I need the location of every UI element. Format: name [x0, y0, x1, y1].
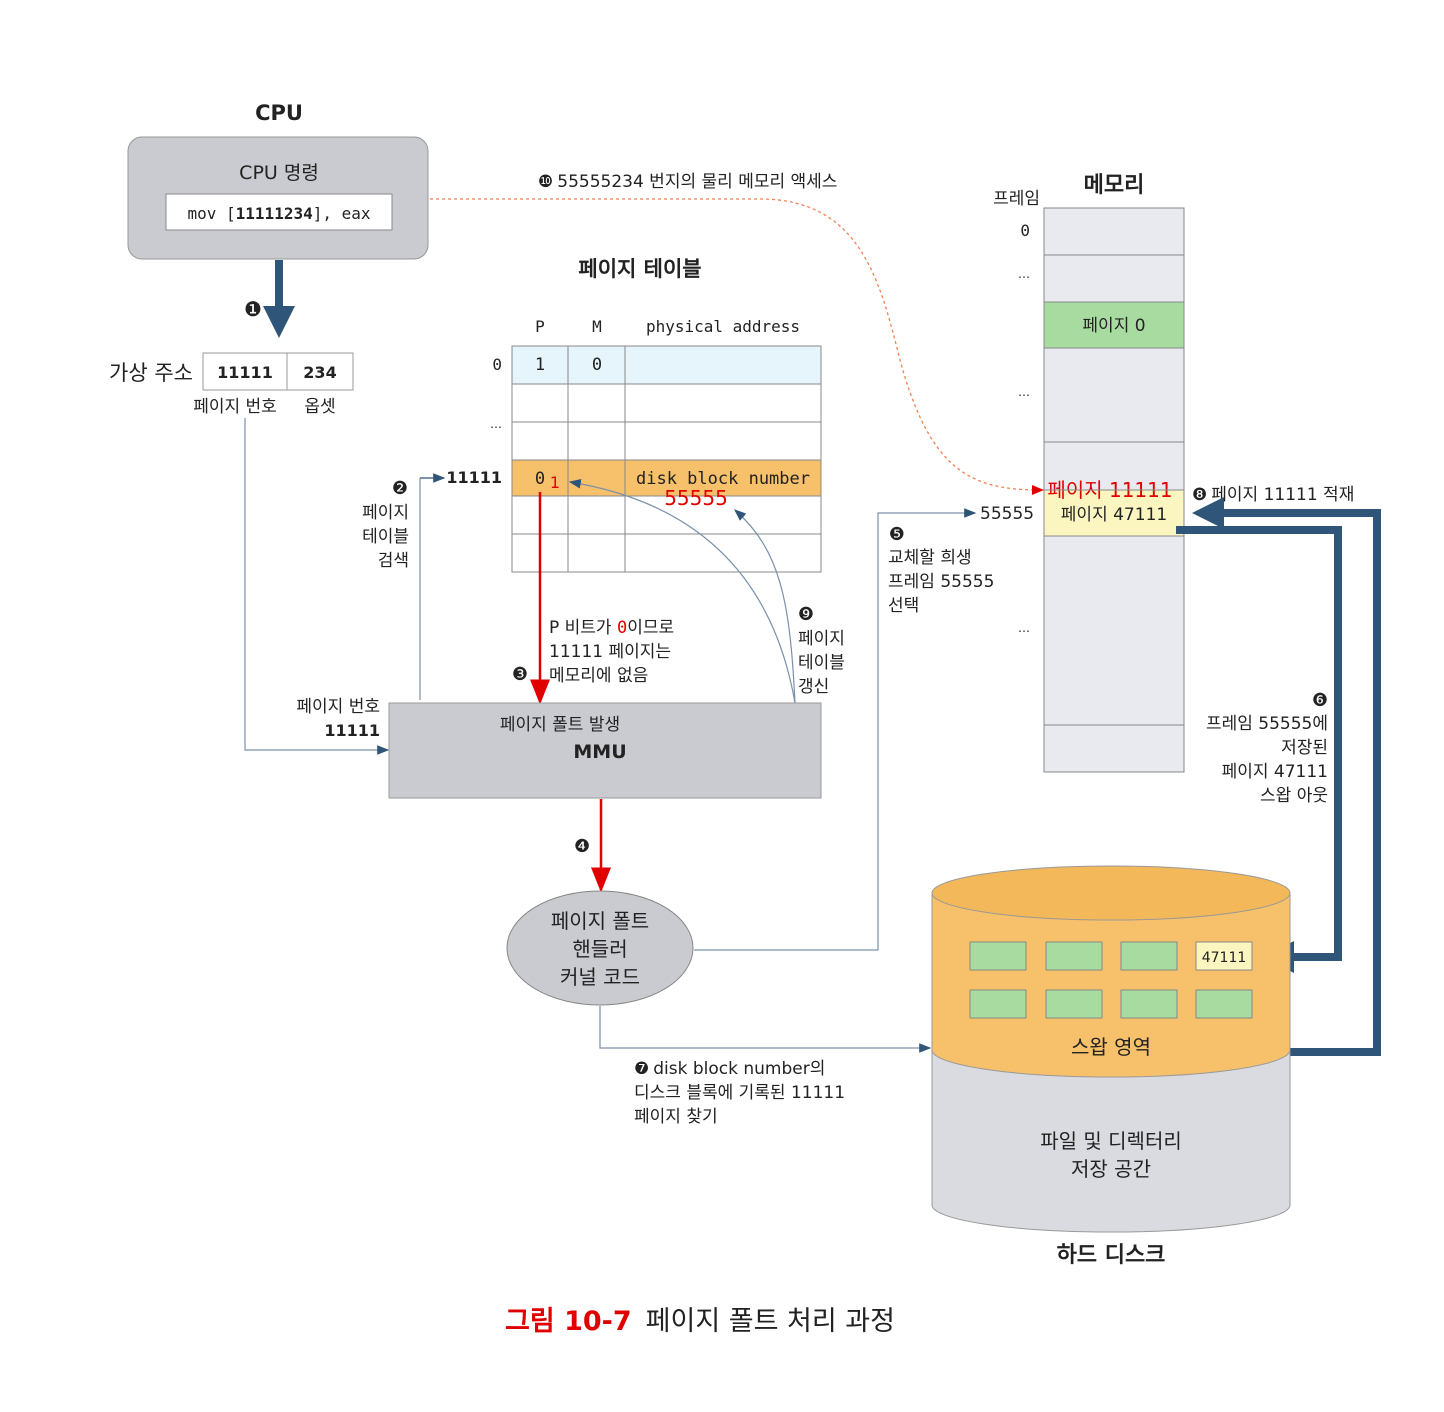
step3-marker: ❸ [512, 664, 528, 685]
pt-header-address: physical address [646, 317, 800, 336]
pt-row0-m: 0 [592, 355, 602, 375]
instruction-box [165, 193, 393, 231]
step1-marker: ❶ [244, 297, 262, 321]
step10-arrow-head [1032, 485, 1044, 495]
instruction: mov [11111234], eax [187, 204, 370, 223]
cpu-title: CPU [255, 101, 303, 125]
pt-row11111-address-new: 55555 [664, 486, 728, 510]
pt-row11111-address: disk block number [636, 469, 810, 489]
va-page-label: 페이지 번호 [193, 397, 277, 417]
pt-row-label-ellipsis: … [490, 417, 502, 431]
va-offset-cell [286, 352, 354, 391]
hard-disk [931, 865, 1291, 1233]
mmu-fault-label: 페이지 폴트 발생 [500, 715, 620, 735]
page-table [511, 345, 822, 573]
swap-blocks [969, 941, 1253, 1019]
pt-header-m: M [592, 317, 602, 336]
mmu-label: MMU [573, 741, 626, 763]
step8-arrow [1192, 497, 1381, 1056]
frame-0: 0 [1020, 221, 1030, 240]
va-offset-label: 옵셋 [304, 397, 335, 417]
mmu-input-label: 페이지 번호 [296, 697, 380, 717]
step6-marker: ❻ [1312, 690, 1328, 711]
pt-header-p: P [535, 317, 545, 336]
pt-row11111-p-old: 0 [535, 469, 545, 489]
pt-row11111-p-new: 1 [550, 473, 560, 492]
swap-area-label: 스왑 영역 [1071, 1035, 1151, 1059]
pt-row0-p: 1 [535, 355, 545, 375]
frame-ellipsis-3: … [1018, 621, 1030, 635]
step4-marker: ❹ [574, 836, 590, 857]
page-number-to-mmu-line [244, 418, 390, 755]
step9-arrow-address [734, 509, 796, 704]
page-fault-handler [506, 890, 694, 1006]
memory-title: 메모리 [1084, 173, 1145, 198]
frame-label: 프레임 [993, 189, 1040, 209]
mmu-box [388, 702, 822, 799]
step5-arrow [694, 508, 977, 951]
pt-row-label-11111: 11111 [446, 468, 502, 487]
frame-ellipsis-2: … [1018, 385, 1030, 399]
step9-marker: ❾ [798, 604, 814, 625]
va-page-cell [202, 352, 288, 391]
va-offset: 234 [303, 363, 336, 382]
hard-disk-title: 하드 디스크 [1057, 1243, 1166, 1268]
step6-arrow [1176, 526, 1342, 973]
page-table-title: 페이지 테이블 [578, 257, 701, 281]
step5-marker: ❺ [889, 524, 905, 545]
memory-page-0: 페이지 0 [1082, 316, 1145, 336]
pt-row-label-0: 0 [492, 355, 502, 374]
memory-old-page: 페이지 47111 [1061, 505, 1167, 525]
swap-block-47111: 47111 [1202, 950, 1247, 966]
step2-marker: ❷ [392, 478, 408, 499]
step9-arrow-p-bit [568, 479, 796, 704]
cpu-box-title: CPU 명령 [239, 162, 319, 184]
virtual-address-label: 가상 주소 [109, 361, 193, 385]
frame-ellipsis-1: … [1018, 267, 1030, 281]
step7-arrow [599, 1006, 932, 1053]
step5-frame-number: 55555 [980, 504, 1034, 524]
va-page: 11111 [217, 363, 273, 382]
step10-arrow [430, 198, 1041, 491]
mmu-input-value: 11111 [324, 721, 380, 740]
